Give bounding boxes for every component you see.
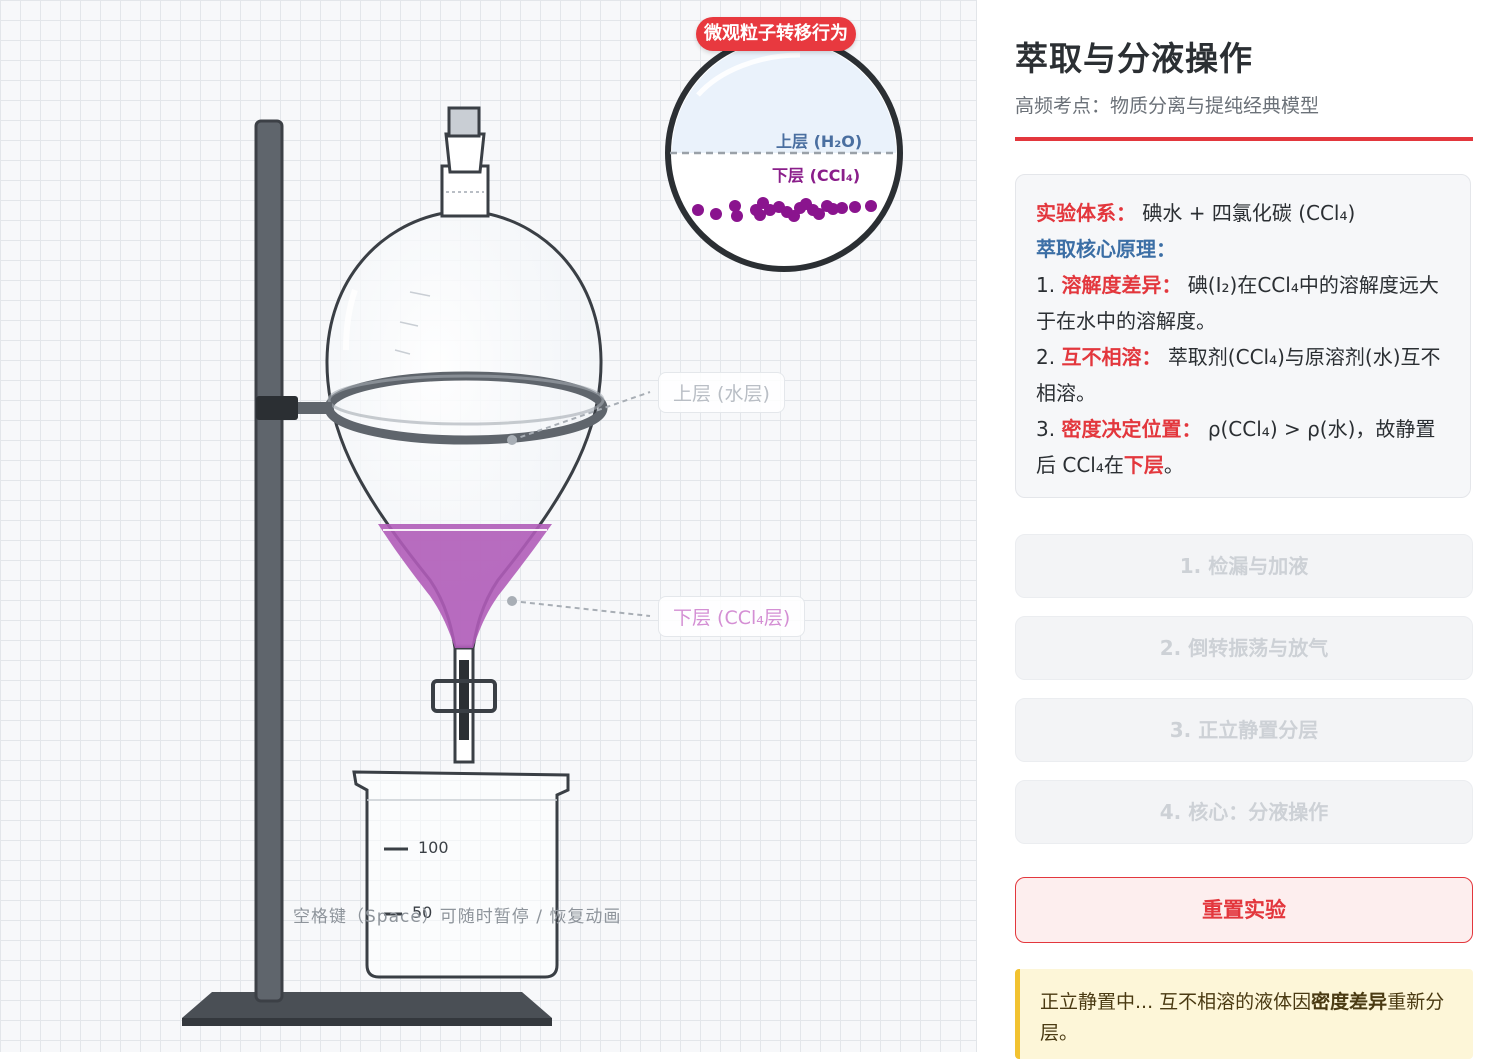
stand-rod [254,119,284,1003]
step-button-4[interactable]: 4. 核心：分液操作 [1015,780,1473,844]
iodine-particle [849,201,861,213]
iodine-particle [692,204,704,216]
iodine-particle [788,210,800,222]
principle-item-2: 2. 互不相溶： 萃取剂(CCl₄)与原溶剂(水)互不相溶。 [1036,339,1450,411]
principle-number: 2. [1036,345,1056,369]
page-title: 萃取与分液操作 [1015,39,1253,78]
iodine-particle [731,210,743,222]
keyboard-hint: 空格键（Space）可随时暂停 / 恢复动画 [293,907,622,927]
beaker [352,770,570,979]
status-text: 正立静置中... 互不相溶的液体因 [1040,991,1312,1013]
iodine-particle [836,202,848,214]
principle-item-3: 3. 密度决定位置： ρ(CCl₄) > ρ(水)，故静置后 CCl₄在下层。 [1036,411,1450,483]
zoom-upper-label: 上层 (H₂O) [776,132,863,151]
principle-card: 实验体系： 碘水 + 四氯化碳 (CCl₄) 萃取核心原理： 1. 溶解度差异：… [1015,174,1471,498]
principle-text: 萃取剂(CCl₄)与原溶剂(水)互不相溶。 [1036,345,1441,405]
principle-label: 萃取核心原理： [1036,237,1176,261]
principle-key: 密度决定位置： [1061,417,1202,441]
reset-button[interactable]: 重置实验 [1015,877,1473,943]
principle-text: ρ(CCl₄) > ρ(水)，故静置后 CCl₄在 [1036,417,1436,477]
principle-key: 互不相溶： [1061,345,1162,369]
step-button-2[interactable]: 2. 倒转振荡与放气 [1015,616,1473,680]
system-value: 碘水 + 四氯化碳 (CCl₄) [1142,201,1356,225]
step-button-1[interactable]: 1. 检漏与加液 [1015,534,1473,598]
ring-clamp [256,371,608,445]
zoom-lower-label: 下层 (CCl₄) [772,166,861,185]
page-subtitle: 高频考点：物质分离与提纯经典模型 [1015,95,1320,117]
principle-key: 溶解度差异： [1061,273,1182,297]
iodine-particles [692,197,877,222]
principle-number: 3. [1036,417,1056,441]
principle-number: 1. [1036,273,1056,297]
principle-text-end: 。 [1163,453,1184,477]
beaker-mark-100: 100 [418,838,449,857]
lower-layer-label: 下层 (CCl₄层) [658,596,806,637]
apparatus-drawing [182,34,903,1026]
beaker-mark-50: 50 [412,903,433,922]
apparatus-stage: 上层 (水层) 下层 (CCl₄层) 微观粒子转移行为 上层 (H₂O) 下层 … [0,0,977,1052]
iodine-particle [827,203,839,215]
separatory-funnel [325,106,603,650]
upper-layer-label: 上层 (水层) [658,372,785,413]
zoom-bubble [665,34,903,272]
principle-heading: 萃取核心原理： [1036,231,1450,267]
zoom-badge: 微观粒子转移行为 [696,17,856,51]
status-message: 正立静置中... 互不相溶的液体因密度差异重新分层。 [1015,969,1473,1059]
iodine-particle [754,209,766,221]
iodine-particle [729,200,741,212]
iodine-particle [865,200,877,212]
stand-base [182,992,552,1026]
principle-highlight: 下层 [1123,453,1164,477]
iodine-particle [710,208,722,220]
control-panel: 萃取与分液操作 高频考点：物质分离与提纯经典模型 实验体系： 碘水 + 四氯化碳… [977,0,1500,1059]
principle-item-1: 1. 溶解度差异： 碘(I₂)在CCl₄中的溶解度远大于在水中的溶解度。 [1036,267,1450,339]
stopcock[interactable] [431,644,497,764]
principle-text: 碘(I₂)在CCl₄中的溶解度远大于在水中的溶解度。 [1036,273,1439,333]
system-label: 实验体系： [1036,201,1136,225]
system-line: 实验体系： 碘水 + 四氯化碳 (CCl₄) [1036,195,1450,231]
title-divider [1015,137,1473,141]
iodine-particle [813,208,825,220]
layer-leader-lines [507,391,651,617]
status-text-end: 重新分层。 [1040,991,1445,1044]
ccl4-layer [378,524,552,648]
step-button-3[interactable]: 3. 正立静置分层 [1015,698,1473,762]
status-highlight: 密度差异 [1311,991,1388,1013]
